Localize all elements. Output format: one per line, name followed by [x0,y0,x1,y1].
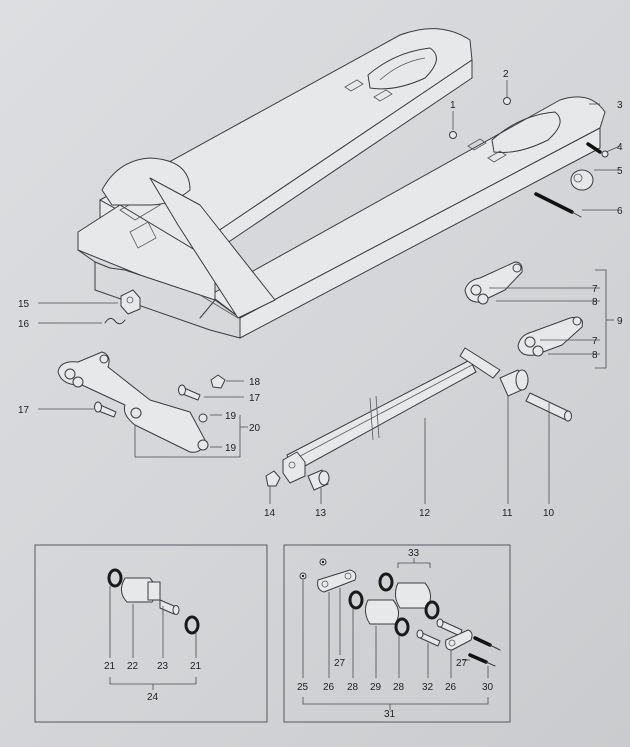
parts-1-6 [449,97,609,218]
callout-33: 33 [408,548,420,559]
rocker-links [464,261,583,357]
callout-1: 1 [450,100,456,111]
leader-lines [38,80,621,504]
callout-21-left: 21 [104,661,116,672]
callout-labels: 1 2 3 4 5 6 7 8 9 7 8 15 16 18 17 17 19 … [18,69,623,720]
callout-32: 32 [422,682,434,693]
callout-15: 15 [18,299,30,310]
callout-4: 4 [617,142,623,153]
callout-12: 12 [419,508,431,519]
callout-29: 29 [370,682,382,693]
lever-assembly [57,351,226,453]
roller-assembly-inset [107,568,200,690]
callout-13: 13 [315,508,327,519]
callout-31: 31 [384,709,396,720]
callout-24: 24 [147,692,159,703]
callout-14: 14 [264,508,276,519]
callout-5: 5 [617,166,623,177]
callout-6: 6 [617,206,623,217]
callout-27-right: 27 [456,658,468,669]
callout-26-right: 26 [445,682,457,693]
roller-kit-inset [299,558,501,710]
fork-frame [77,28,606,339]
callout-19-upper: 19 [225,411,237,422]
inset-frame-left [34,544,268,723]
callout-10: 10 [543,508,555,519]
callout-7-upper: 7 [592,284,598,295]
callout-9: 9 [617,316,623,327]
callout-8-lower: 8 [592,350,598,361]
callout-18: 18 [249,377,261,388]
callout-25: 25 [297,682,309,693]
callout-28-left: 28 [347,682,359,693]
callout-30: 30 [482,682,494,693]
parts-15-16 [104,289,141,325]
callout-17-right: 17 [249,393,261,404]
tow-bar [265,347,572,491]
callout-23: 23 [157,661,169,672]
inset-frame-right [283,544,511,723]
callout-3: 3 [617,100,623,111]
callout-26-left: 26 [323,682,335,693]
callout-7-lower: 7 [592,336,598,347]
callout-27-left: 27 [334,658,346,669]
callout-11: 11 [502,508,513,519]
callout-20: 20 [249,423,261,434]
callout-19-lower: 19 [225,443,237,454]
callout-22: 22 [127,661,139,672]
callout-21-right: 21 [190,661,202,672]
callout-17-left: 17 [18,405,30,416]
callout-2: 2 [503,69,509,80]
callout-16: 16 [18,319,30,330]
callout-28-right: 28 [393,682,405,693]
callout-8-upper: 8 [592,297,598,308]
